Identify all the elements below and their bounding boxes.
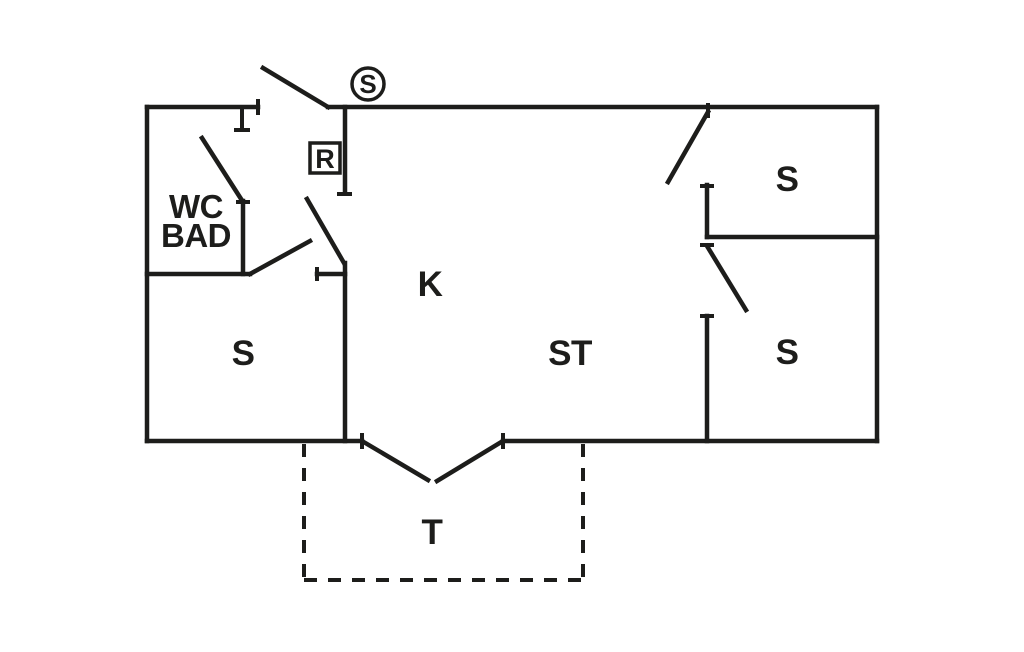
door-swing-bedroom-top-right — [664, 108, 712, 186]
room-label-wc: WC — [169, 188, 223, 225]
room-label-terrace: T — [422, 513, 443, 552]
marker-shapes — [308, 66, 386, 175]
room-labels: WC BAD K ST S S S T — [161, 160, 799, 552]
switch-circle-icon — [350, 66, 386, 102]
room-label-kitchen: K — [418, 265, 443, 304]
room-label-living: ST — [548, 334, 592, 373]
marker-label-box-r: R — [315, 144, 335, 174]
marker-label-circle-s: S — [359, 69, 376, 99]
door-swing-hall-kitchen — [303, 195, 348, 267]
door-swing-wc — [198, 134, 247, 206]
walls — [144, 104, 880, 444]
door-swing-entrance — [259, 64, 332, 111]
door-jamb-ticks — [234, 99, 714, 449]
room-label-bad: BAD — [161, 217, 231, 254]
door-swing-bedroom-left — [246, 237, 314, 278]
r-box-icon — [308, 141, 342, 175]
room-label-bedroom-left: S — [232, 334, 255, 373]
door-swing-terrace-left — [358, 437, 432, 484]
door-swing-terrace-right — [433, 437, 507, 485]
door-swings — [198, 64, 750, 485]
marker-labels: S R — [315, 69, 376, 174]
room-label-bedroom-top-right: S — [776, 160, 799, 199]
door-swing-bedroom-bottom-right — [703, 242, 750, 314]
room-label-bedroom-bottom-right: S — [776, 333, 799, 372]
